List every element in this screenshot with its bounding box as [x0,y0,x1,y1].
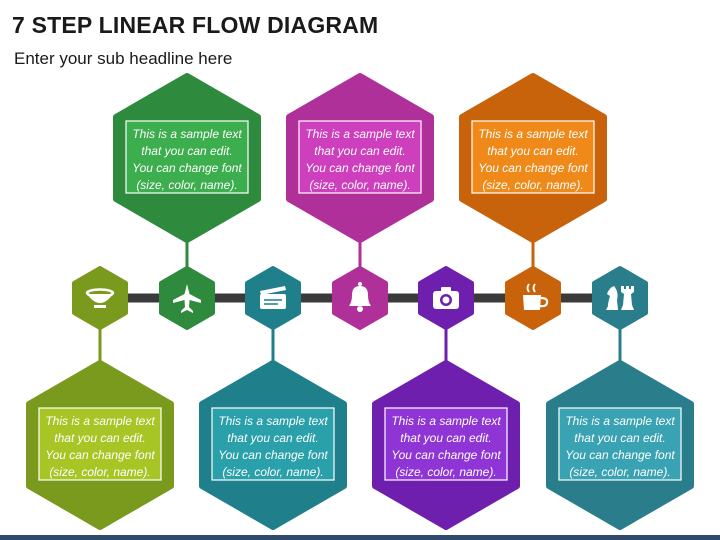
page-title: 7 STEP LINEAR FLOW DIAGRAM [12,12,379,38]
step-text-line: This is a sample text [391,414,501,428]
step-text-line: (size, color, name). [136,178,237,192]
footer-bar [0,535,720,540]
camera-icon [433,287,459,309]
step-text-line: (size, color, name). [222,465,323,479]
flow-step-3: This is a sample text that you can edit. Y… [199,266,347,530]
page-subtitle: Enter your sub headline here [14,49,233,68]
step-text-line: that you can edit. [141,144,232,158]
step-text-line: that you can edit. [54,431,145,445]
step-text-line: This is a sample text [565,414,675,428]
airplane-icon [173,284,201,313]
step-text-box [471,120,595,194]
bowl-icon [85,288,115,308]
bell-icon [349,282,371,312]
flow-step-1: This is a sample text that you can edit. Y… [26,266,174,530]
step-text-line: This is a sample text [45,414,155,428]
step-text-line: (size, color, name). [482,178,583,192]
chess-pieces-icon [606,286,634,310]
step-text-line: (size, color, name). [395,465,496,479]
step-text-line: You can change font [132,161,242,175]
clapperboard-icon [260,286,286,309]
step-text-line: (size, color, name). [569,465,670,479]
step-text-line: that you can edit. [574,431,665,445]
step-text-line: You can change font [45,448,155,462]
step-icon-hexagon [592,266,648,330]
flow-step-6: This is a sample text that you can edit. Y… [459,73,607,330]
step-text-line: that you can edit. [227,431,318,445]
step-text-box [38,407,162,481]
step-text-line: (size, color, name). [49,465,150,479]
flow-step-7: This is a sample text that you can edit. Y… [546,266,694,530]
step-text-line: You can change font [305,161,415,175]
step-text-line: This is a sample text [218,414,328,428]
step-text-line: (size, color, name). [309,178,410,192]
step-text-box [298,120,422,194]
flow-step-4: This is a sample text that you can edit. Y… [286,73,434,330]
flow-step-5: This is a sample text that you can edit. Y… [372,266,520,530]
step-text-box [125,120,249,194]
step-text-line: You can change font [565,448,675,462]
step-text-line: This is a sample text [132,127,242,141]
step-text-line: You can change font [478,161,588,175]
step-text-line: You can change font [391,448,501,462]
step-text-box [558,407,682,481]
step-text-line: that you can edit. [487,144,578,158]
step-text-line: that you can edit. [400,431,491,445]
step-text-box [211,407,335,481]
step-text-line: You can change font [218,448,328,462]
step-text-line: that you can edit. [314,144,405,158]
step-text-line: This is a sample text [305,127,415,141]
coffee-cup-icon [523,283,549,310]
step-text-box [384,407,508,481]
step-text-line: This is a sample text [478,127,588,141]
flow-step-2: This is a sample text that you can edit. Y… [113,73,261,330]
